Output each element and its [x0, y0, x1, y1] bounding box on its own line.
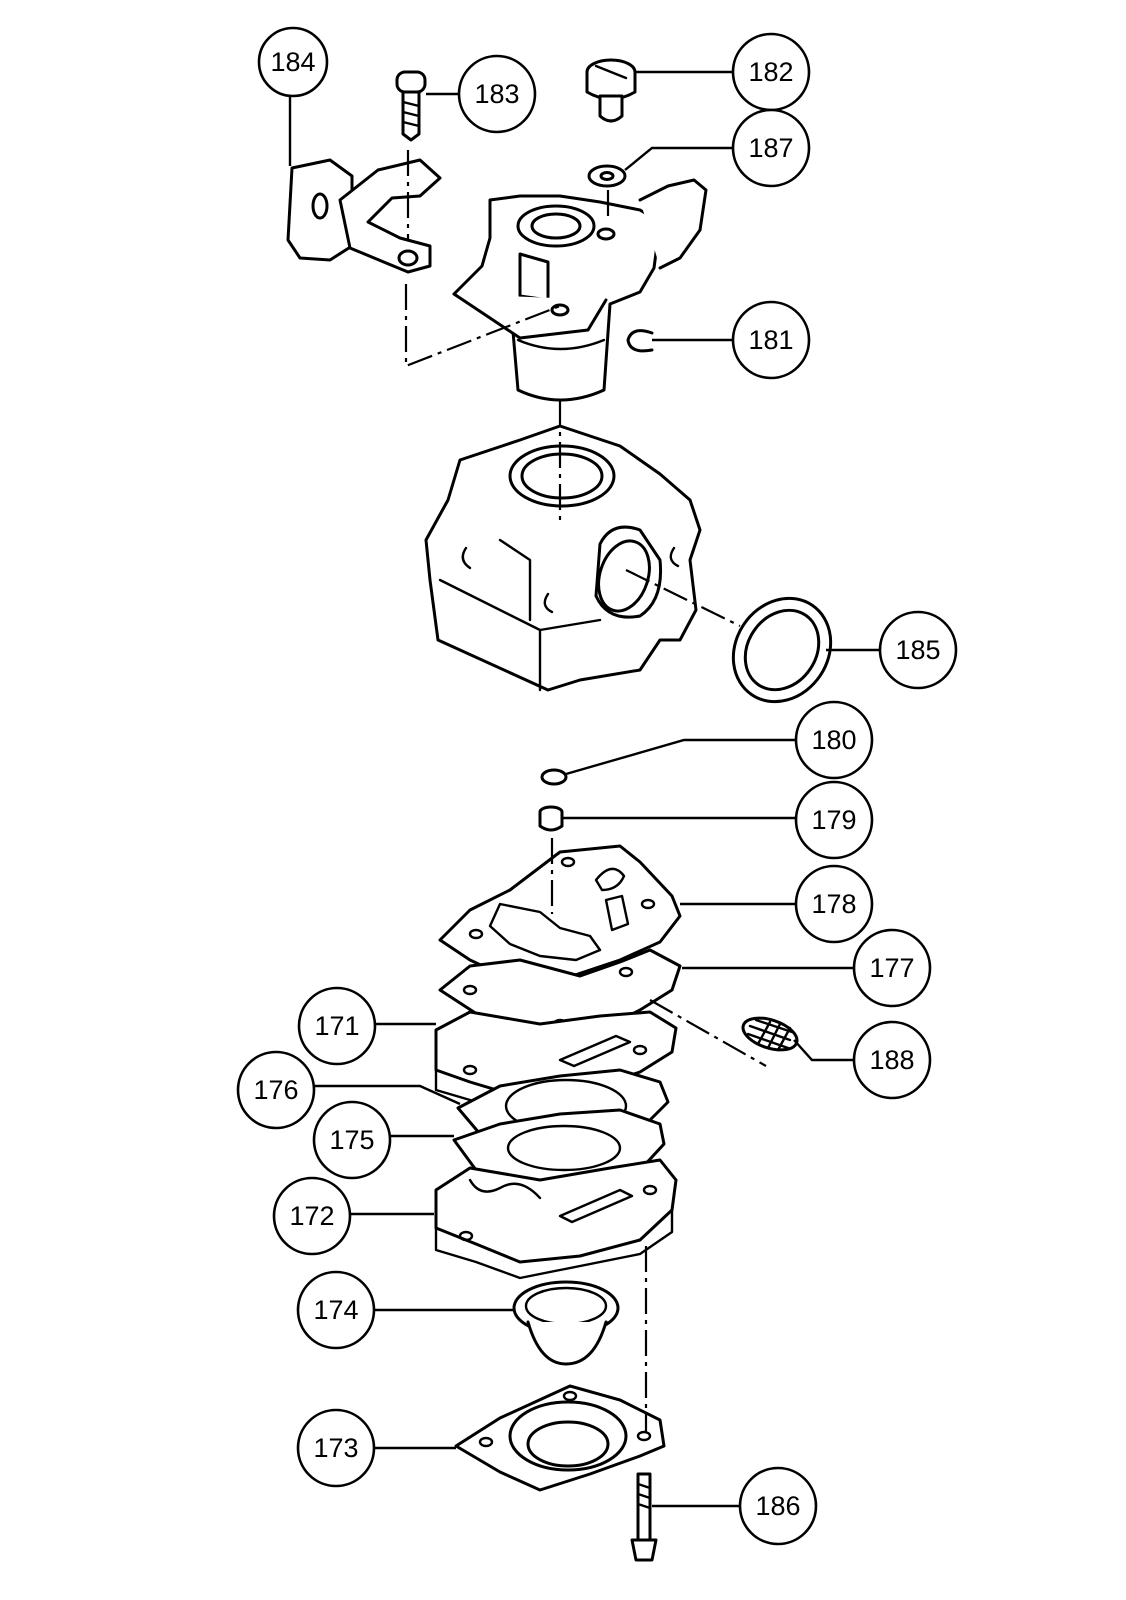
- callout-186-label: 186: [755, 1491, 800, 1521]
- callout-173-label: 173: [313, 1433, 358, 1463]
- callout-177-label: 177: [869, 953, 914, 983]
- part-182-adjuster-screw: [585, 58, 637, 123]
- callout-176: 176: [236, 1050, 461, 1130]
- part-181-e-clip: [626, 329, 654, 353]
- callout-177: 177: [682, 928, 932, 1008]
- callout-184: 184: [257, 26, 329, 166]
- callout-175: 175: [312, 1100, 454, 1180]
- part-180-washer: [540, 768, 568, 786]
- part-172-lower-plate: [434, 1158, 678, 1280]
- callout-182-label: 182: [748, 57, 793, 87]
- callout-171-label: 171: [314, 1011, 359, 1041]
- part-179-plug: [538, 805, 564, 832]
- callout-174-label: 174: [313, 1295, 358, 1325]
- callout-183: 183: [426, 54, 537, 134]
- callout-172: 172: [272, 1176, 434, 1256]
- callout-185: 185: [826, 610, 958, 690]
- callout-172-label: 172: [289, 1201, 334, 1231]
- part-185-seal-ring: [731, 596, 833, 704]
- callout-185-label: 185: [895, 635, 940, 665]
- callout-188-label: 188: [869, 1045, 914, 1075]
- part-187-washer: [587, 164, 627, 188]
- callout-180: 180: [565, 700, 874, 780]
- callout-182: 182: [636, 32, 811, 112]
- part-174-cup: [512, 1280, 620, 1366]
- callout-184-label: 184: [270, 47, 315, 77]
- callout-183-label: 183: [474, 79, 519, 109]
- callout-173: 173: [296, 1408, 456, 1488]
- part-173-cover-plate: [454, 1384, 666, 1492]
- callout-171: 171: [297, 986, 436, 1066]
- callout-176-label: 176: [253, 1075, 298, 1105]
- assembly-axes: [404, 150, 767, 1432]
- callout-181: 181: [652, 300, 811, 380]
- part-throttle-housing: [452, 178, 708, 402]
- part-183-screw: [395, 70, 427, 142]
- callout-181-label: 181: [748, 325, 793, 355]
- callout-188: 188: [793, 1020, 932, 1100]
- part-carburetor-body: [424, 424, 702, 692]
- callout-178-label: 178: [811, 889, 856, 919]
- part-184-lever-plate: [286, 158, 442, 274]
- callout-186: 186: [652, 1466, 818, 1546]
- callout-179: 179: [562, 780, 874, 860]
- part-186-bolt: [630, 1472, 658, 1562]
- callout-187: 187: [624, 108, 811, 188]
- callout-174: 174: [296, 1270, 514, 1350]
- callout-179-label: 179: [811, 805, 856, 835]
- part-188-mesh-filter: [741, 1016, 799, 1052]
- callout-178: 178: [680, 864, 874, 944]
- callout-180-label: 180: [811, 725, 856, 755]
- callout-187-label: 187: [748, 133, 793, 163]
- callout-175-label: 175: [329, 1125, 374, 1155]
